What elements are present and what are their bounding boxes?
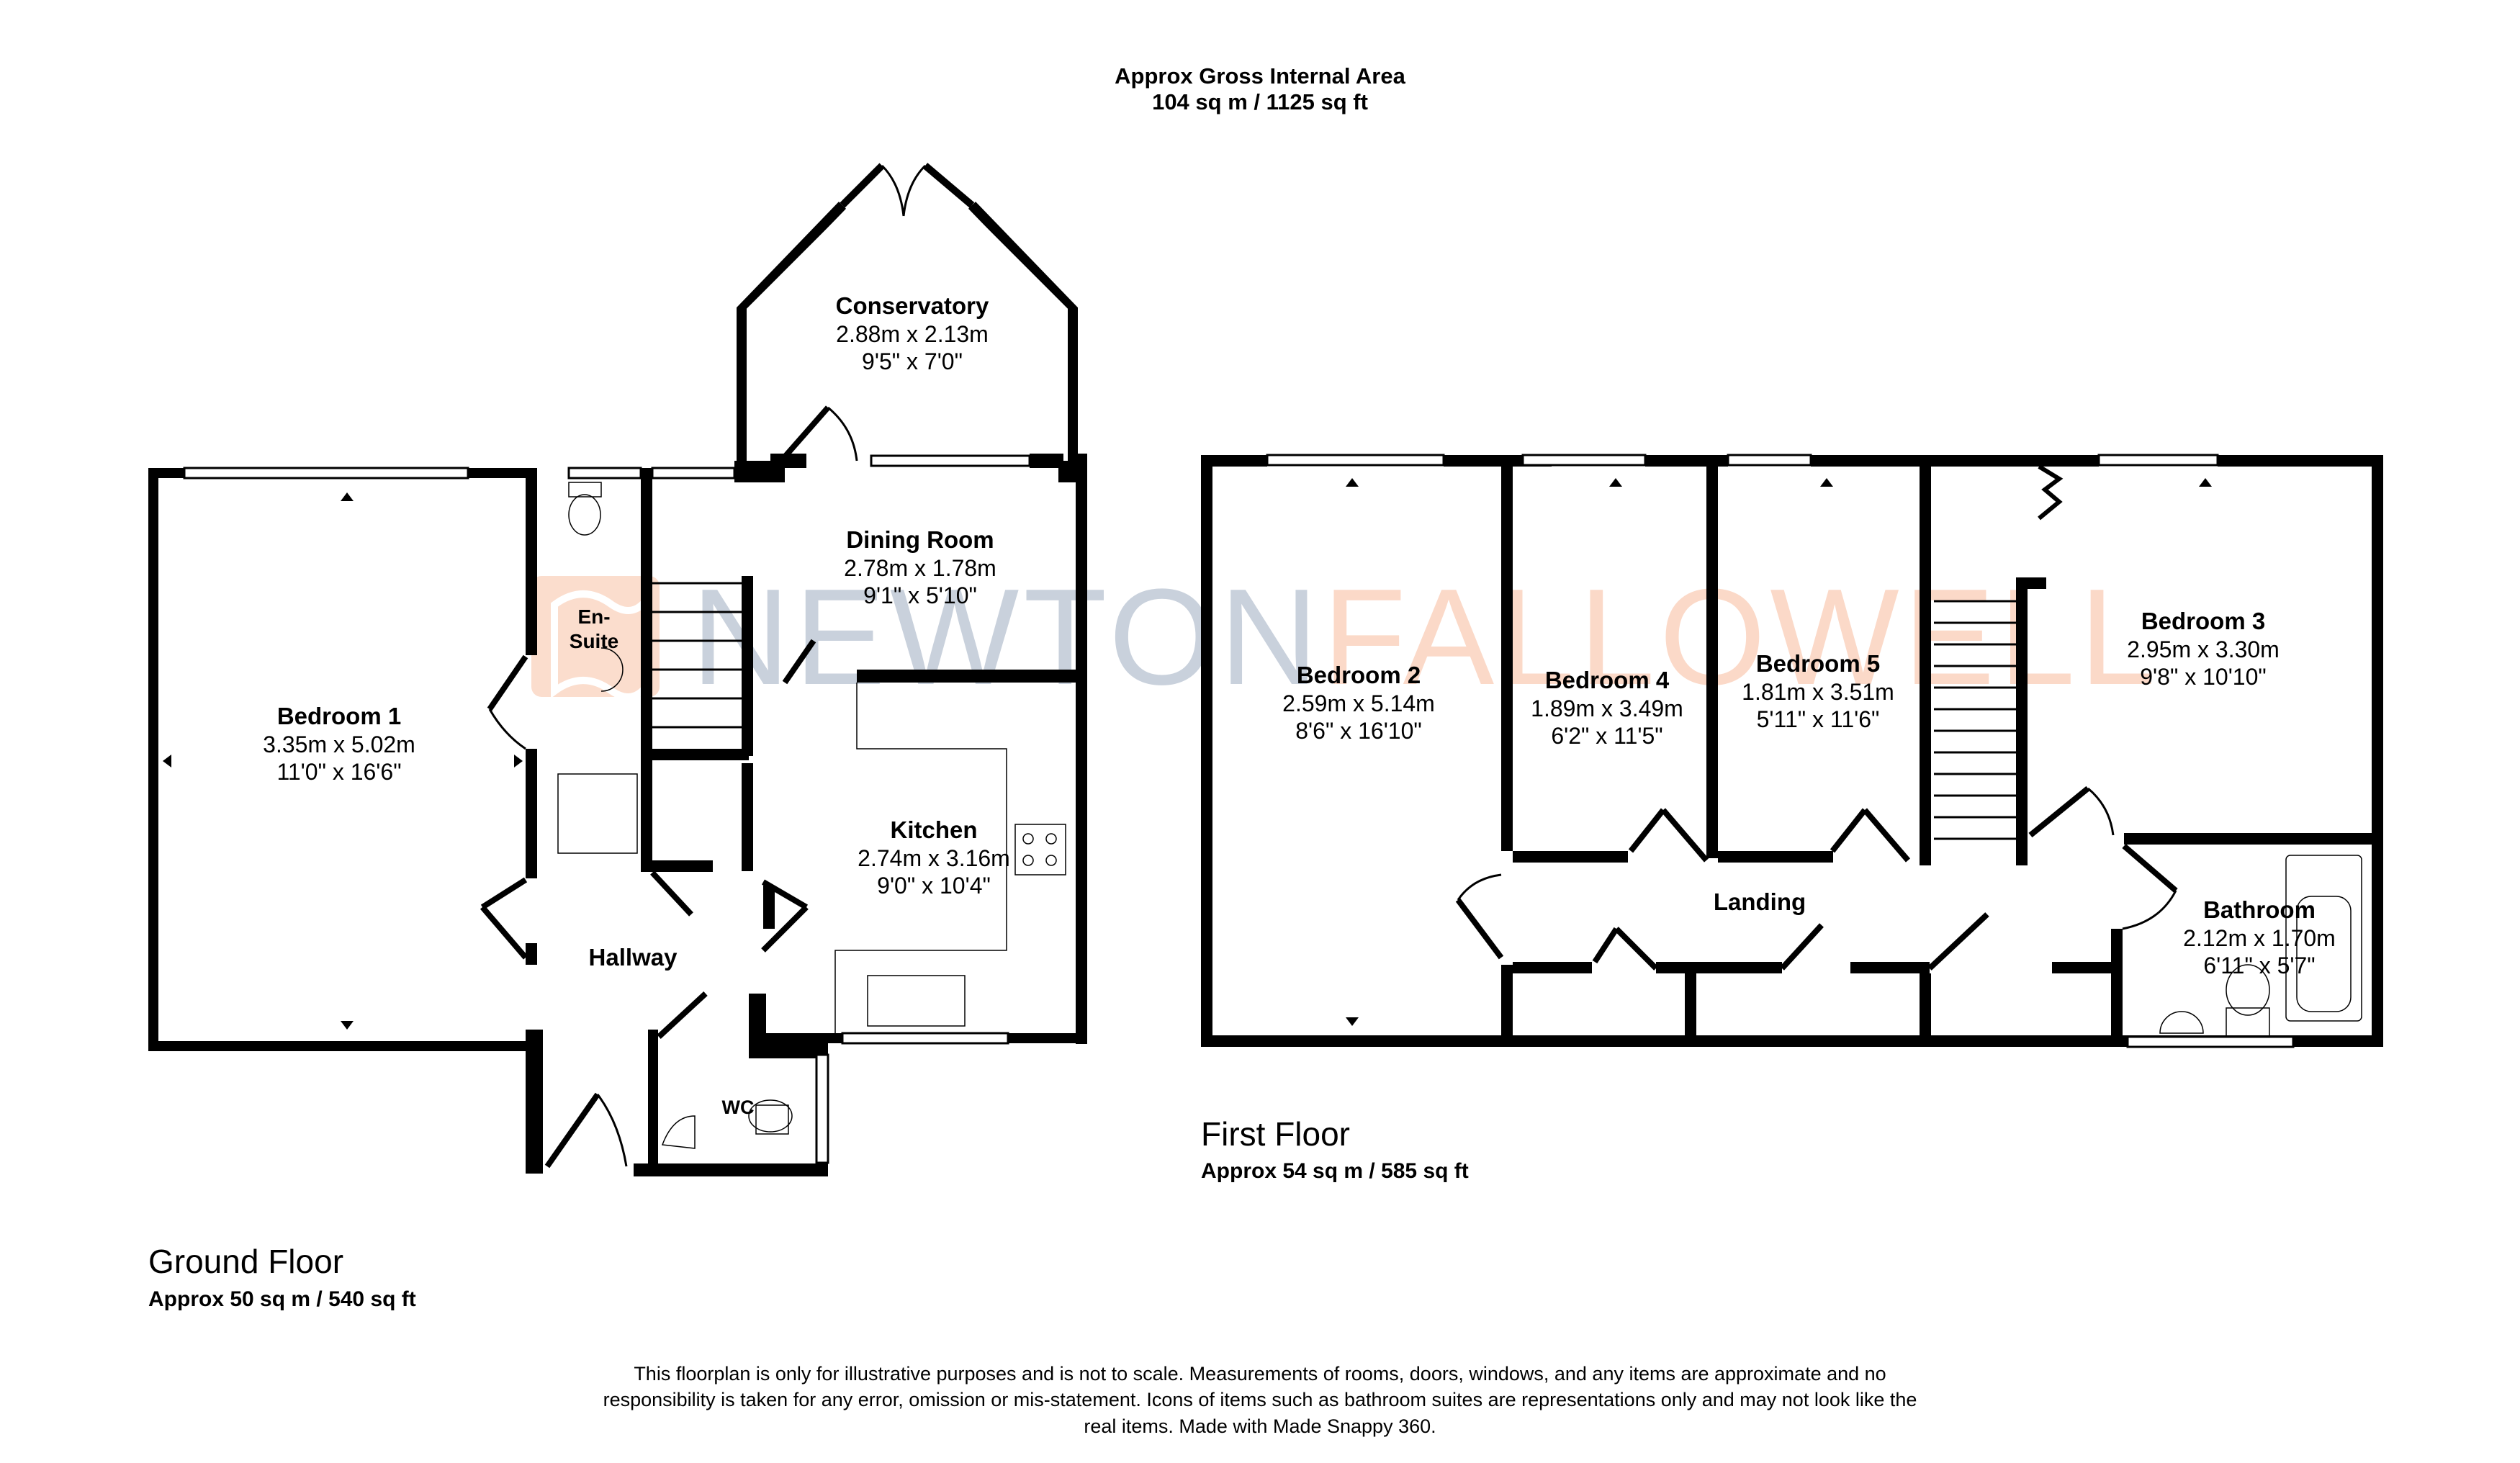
conservatory-shape: [737, 163, 1078, 468]
room-imperial: 9'5" x 7'0": [862, 348, 963, 374]
room-name: Landing: [1713, 888, 1806, 915]
wc-basin-icon: [661, 1115, 696, 1149]
toilet-icon: [568, 482, 602, 498]
ground-sanitary: [557, 482, 793, 1149]
room-imperial: 11'0" x 16'6": [276, 758, 402, 785]
gross-internal-area: Approx Gross Internal Area 104 sq m / 11…: [1008, 63, 1512, 114]
bath-icon: [2285, 855, 2362, 1022]
room-imperial: 6'11" x 5'7": [2203, 952, 2316, 978]
room-imperial: 6'2" x 11'5": [1551, 722, 1663, 749]
room-name: Conservatory: [835, 292, 989, 319]
first-floor-windows: [1266, 454, 2295, 1048]
room-metric: 2.78m x 1.78m: [844, 554, 996, 581]
room-metric: 3.35m x 5.02m: [263, 731, 415, 757]
room-bathroom: Bathroom 2.12m x 1.70m 6'11" x 5'7": [2183, 896, 2336, 979]
dimension-arrows: [163, 478, 2212, 1030]
room-metric: 1.89m x 3.49m: [1531, 695, 1683, 721]
room-metric: 2.88m x 2.13m: [836, 320, 989, 347]
room-imperial: 9'8" x 10'10": [2140, 663, 2267, 690]
ground-floor-label: Ground Floor: [148, 1243, 344, 1280]
first-doors: [1455, 464, 2178, 971]
ground-floor-windows: [183, 454, 1031, 1164]
room-metric: 2.59m x 5.14m: [1282, 690, 1435, 716]
room-name-line2: Suite: [569, 629, 619, 652]
room-conservatory: Conservatory 2.88m x 2.13m 9'5" x 7'0": [836, 292, 989, 375]
room-metric: 2.12m x 1.70m: [2183, 924, 2336, 951]
room-metric: 2.95m x 3.30m: [2127, 636, 2280, 662]
room-name: Kitchen: [890, 816, 978, 843]
first-floor-area: Approx 54 sq m / 585 sq ft: [1201, 1159, 1469, 1183]
room-bedroom-1: Bedroom 1 3.35m x 5.02m 11'0" x 16'6": [263, 702, 415, 785]
watermark-logo-icon: [531, 576, 660, 697]
room-name: Bedroom 1: [276, 703, 402, 729]
room-name: Bedroom 2: [1296, 662, 1421, 688]
ground-stairs: [652, 582, 742, 729]
room-metric: 2.74m x 3.16m: [858, 845, 1010, 871]
hob-icon: [1014, 824, 1066, 875]
bathroom-fixtures: [2159, 855, 2362, 1037]
room-wc: WC: [722, 1096, 755, 1119]
room-imperial: 9'0" x 10'4": [877, 872, 991, 899]
room-name: Bedroom 3: [2141, 608, 2266, 634]
room-en-suite: En- Suite: [570, 605, 618, 653]
room-name: Bathroom: [2203, 896, 2316, 923]
room-bedroom-2: Bedroom 2 2.59m x 5.14m 8'6" x 16'10": [1282, 661, 1435, 744]
first-stairs: [1934, 600, 2016, 840]
first-floor-walls: [1201, 455, 2383, 1047]
room-bedroom-4: Bedroom 4 1.89m x 3.49m 6'2" x 11'5": [1531, 666, 1683, 749]
room-name: Bedroom 5: [1755, 650, 1881, 677]
ground-floor-walls: [148, 454, 1087, 1176]
wc-toilet-icon: [755, 1104, 789, 1135]
room-name-line1: En-: [577, 606, 611, 628]
kitchen-worktop: [834, 683, 1066, 1033]
room-imperial: 5'11" x 11'6": [1756, 706, 1880, 732]
room-kitchen: Kitchen 2.74m x 3.16m 9'0" x 10'4": [858, 816, 1010, 899]
sink-icon: [867, 975, 966, 1027]
ground-doors: [480, 639, 816, 1169]
toilet-icon: [2226, 964, 2270, 1016]
room-name: Bedroom 4: [1544, 667, 1670, 693]
basin-icon: [600, 647, 624, 692]
ground-floor-area: Approx 50 sq m / 540 sq ft: [148, 1287, 416, 1311]
room-metric: 1.81m x 3.51m: [1742, 678, 1894, 705]
room-name: Dining Room: [846, 526, 994, 553]
first-floor-label: First Floor: [1201, 1115, 1350, 1153]
room-bedroom-5: Bedroom 5 1.81m x 3.51m 5'11" x 11'6": [1742, 649, 1894, 733]
gia-title: Approx Gross Internal Area: [1115, 63, 1405, 89]
room-bedroom-3: Bedroom 3 2.95m x 3.30m 9'8" x 10'10": [2127, 607, 2280, 690]
room-imperial: 9'1" x 5'10": [863, 582, 977, 608]
disclaimer: This floorplan is only for illustrative …: [603, 1363, 1917, 1437]
shower-icon: [557, 773, 638, 854]
room-name: Hallway: [588, 944, 678, 971]
room-hallway: Hallway: [589, 943, 678, 972]
watermark-newton: NEWTON: [691, 561, 1323, 714]
room-imperial: 8'6" x 16'10": [1295, 717, 1422, 744]
room-landing: Landing: [1714, 888, 1806, 917]
basin-icon: [2159, 1011, 2204, 1034]
room-dining-room: Dining Room 2.78m x 1.78m 9'1" x 5'10": [844, 526, 996, 609]
gia-total: 104 sq m / 1125 sq ft: [1152, 89, 1368, 114]
room-name: WC: [721, 1097, 755, 1118]
